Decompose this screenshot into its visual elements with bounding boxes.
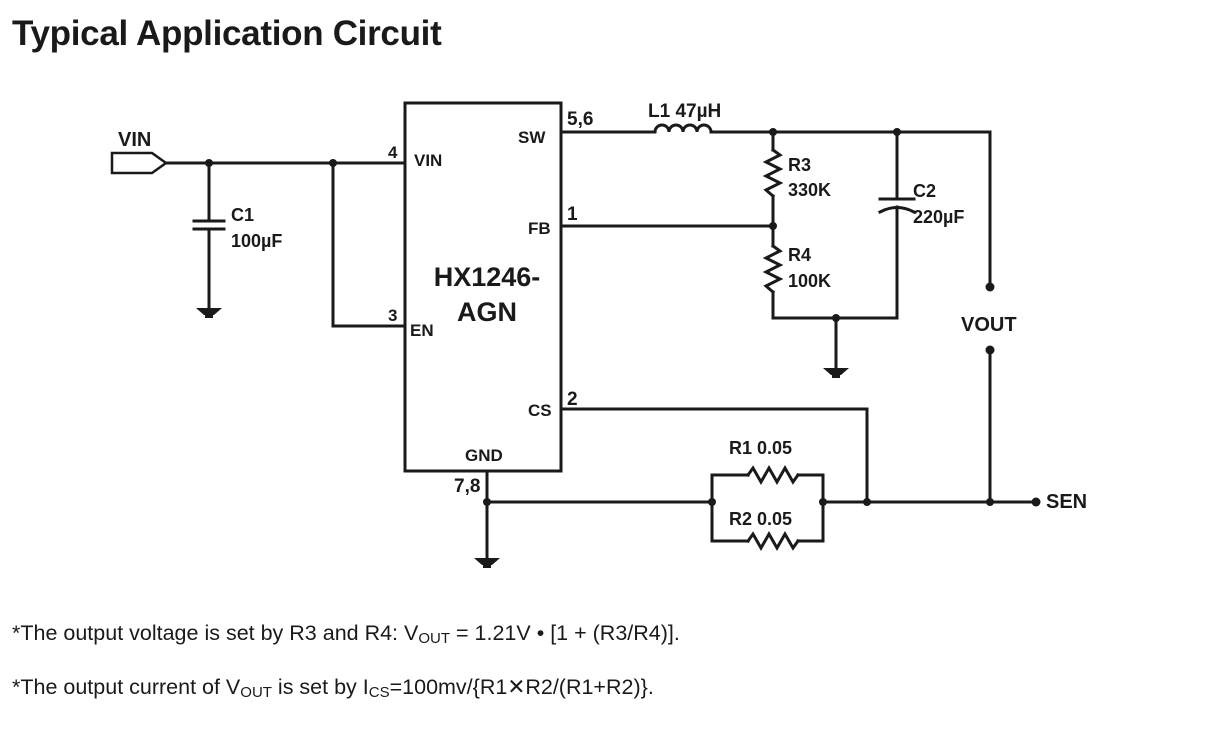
- junction-dot: [769, 222, 777, 230]
- r3-name: R3: [788, 155, 811, 175]
- c1-value: 100µF: [231, 231, 282, 251]
- junction-dot: [893, 128, 901, 136]
- r3-value: 330K: [788, 180, 831, 200]
- note-1-prefix: *The output voltage is set by R3 and R4:…: [12, 621, 419, 645]
- note-2-suffix: =100mv/{R1✕R2/(R1+R2)}.: [389, 675, 654, 699]
- sen-label: SEN: [1046, 491, 1087, 513]
- junction-dot: [329, 159, 337, 167]
- junction-dot: [205, 159, 213, 167]
- ground-symbol-ic-bar: [483, 564, 491, 568]
- ic-pin-fb-label: FB: [528, 219, 551, 238]
- note-2-middle: is set by I: [271, 675, 369, 699]
- r4-value: 100K: [788, 271, 831, 291]
- junction-dot: [986, 498, 994, 506]
- ground-symbol-c1: [196, 308, 222, 315]
- junction-dot: [769, 128, 777, 136]
- ic-pin-vin-number: 4: [388, 143, 398, 162]
- c1-name: C1: [231, 205, 254, 225]
- ground-symbol-ic: [474, 558, 500, 565]
- vout-terminal: [985, 282, 995, 292]
- ic-pin-vin-label: VIN: [414, 151, 442, 170]
- ic-pin-cs-number: 2: [567, 389, 578, 410]
- c2-name: C2: [913, 181, 936, 201]
- junction-dot: [708, 498, 716, 506]
- ic-name-line2: AGN: [457, 297, 517, 327]
- c2-value: 220µF: [913, 207, 964, 227]
- ic-pin-cs-label: CS: [528, 401, 552, 420]
- ic-body: [403, 101, 563, 473]
- note-output-current: *The output current of VOUT is set by IC…: [12, 675, 654, 701]
- ic-pin-fb-number: 1: [567, 204, 578, 225]
- note-1-subscript: OUT: [418, 630, 451, 647]
- ic-pin-sw-label: SW: [518, 128, 546, 147]
- ic-pin-gnd-number: 7,8: [454, 476, 480, 497]
- ic-pin-gnd-label: GND: [465, 446, 503, 465]
- note-1-suffix: = 1.21V • [1 + (R3/R4)].: [450, 621, 680, 645]
- ground-symbol-feedback: [823, 368, 849, 375]
- ic-name-line1: HX1246-: [434, 262, 541, 292]
- r4-name: R4: [788, 245, 811, 265]
- junction-dot: [819, 498, 827, 506]
- page-title: Typical Application Circuit: [12, 14, 442, 53]
- r2-resistor: [745, 530, 801, 552]
- vin-connector: [110, 151, 169, 175]
- note-output-voltage: *The output voltage is set by R3 and R4:…: [12, 621, 680, 647]
- vin-port-label: VIN: [118, 129, 151, 151]
- junction-dot: [863, 498, 871, 506]
- ic-pin-en-label: EN: [410, 321, 434, 340]
- ic-pin-sw-number: 5,6: [567, 109, 593, 130]
- ic-pin-en-number: 3: [388, 306, 397, 325]
- note-2-prefix: *The output current of V: [12, 675, 241, 699]
- l1-label: L1 47µH: [648, 101, 721, 122]
- note-2-subscript-cs: CS: [368, 684, 390, 701]
- ground-symbol-c1-bar: [205, 314, 213, 318]
- note-2-subscript-out: OUT: [240, 684, 272, 701]
- junction-dot: [483, 498, 491, 506]
- r2-label: R2 0.05: [729, 509, 792, 529]
- vout-label: VOUT: [961, 314, 1017, 336]
- vout-sense-terminal: [985, 345, 995, 355]
- r4-resistor: [762, 243, 784, 295]
- sen-terminal: [1031, 497, 1041, 507]
- r1-label: R1 0.05: [729, 438, 792, 458]
- r1-resistor: [745, 464, 801, 486]
- r3-resistor: [762, 147, 784, 199]
- ground-symbol-feedback-bar: [832, 374, 840, 378]
- l1-coil: [653, 123, 713, 134]
- junction-dot: [832, 314, 840, 322]
